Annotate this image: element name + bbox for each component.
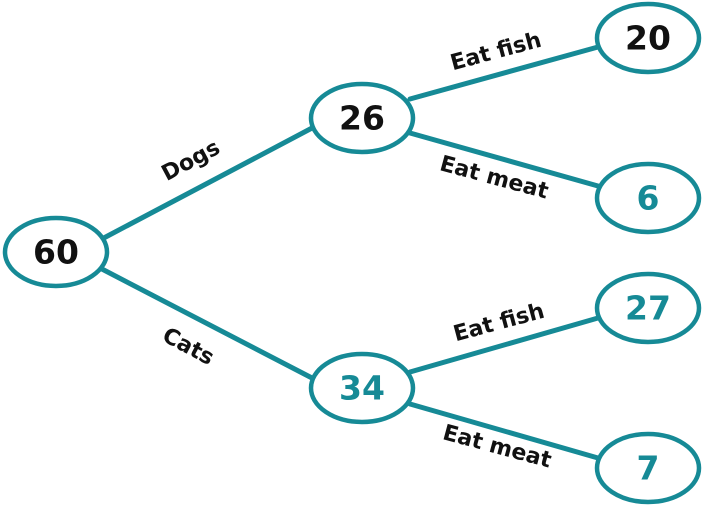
node-dogs-fish-ellipse — [594, 1, 702, 75]
edge-dogs-fish — [407, 44, 601, 102]
node-root-ellipse — [2, 215, 110, 289]
node-cats-fish-ellipse — [594, 271, 702, 345]
node-cats-fish: 27 — [594, 271, 702, 345]
edge-root-cats — [97, 265, 315, 381]
node-dogs-value: 26 — [339, 99, 385, 138]
branch-label-cats: Cats — [158, 323, 218, 371]
node-dogs-meat-ellipse — [594, 161, 702, 235]
node-cats-value: 34 — [339, 369, 385, 408]
node-cats-fish-value: 27 — [625, 289, 671, 328]
node-dogs-fish-value: 20 — [625, 19, 671, 58]
node-cats: 34 — [308, 351, 416, 425]
edge-dogs-meat — [407, 130, 601, 189]
branch-label-dogs-meat: Eat meat — [437, 152, 551, 205]
tree-edges — [97, 44, 601, 461]
branch-label-dogs-fish: Eat fish — [448, 28, 544, 76]
node-cats-meat-ellipse — [594, 431, 702, 505]
node-cats-meat: 7 — [594, 431, 702, 505]
node-cats-ellipse — [308, 351, 416, 425]
edge-root-dogs — [97, 125, 315, 243]
node-root-value: 60 — [33, 233, 79, 272]
node-cats-meat-value: 7 — [637, 449, 660, 488]
node-dogs: 26 — [308, 81, 416, 155]
node-root: 60 — [2, 215, 110, 289]
node-dogs-ellipse — [308, 81, 416, 155]
node-dogs-fish: 20 — [594, 1, 702, 75]
edge-cats-meat — [407, 401, 601, 461]
node-dogs-meat: 6 — [594, 161, 702, 235]
branch-label-cats-fish: Eat fish — [451, 299, 547, 347]
node-dogs-meat-value: 6 — [637, 179, 660, 218]
edge-cats-fish — [407, 315, 601, 375]
